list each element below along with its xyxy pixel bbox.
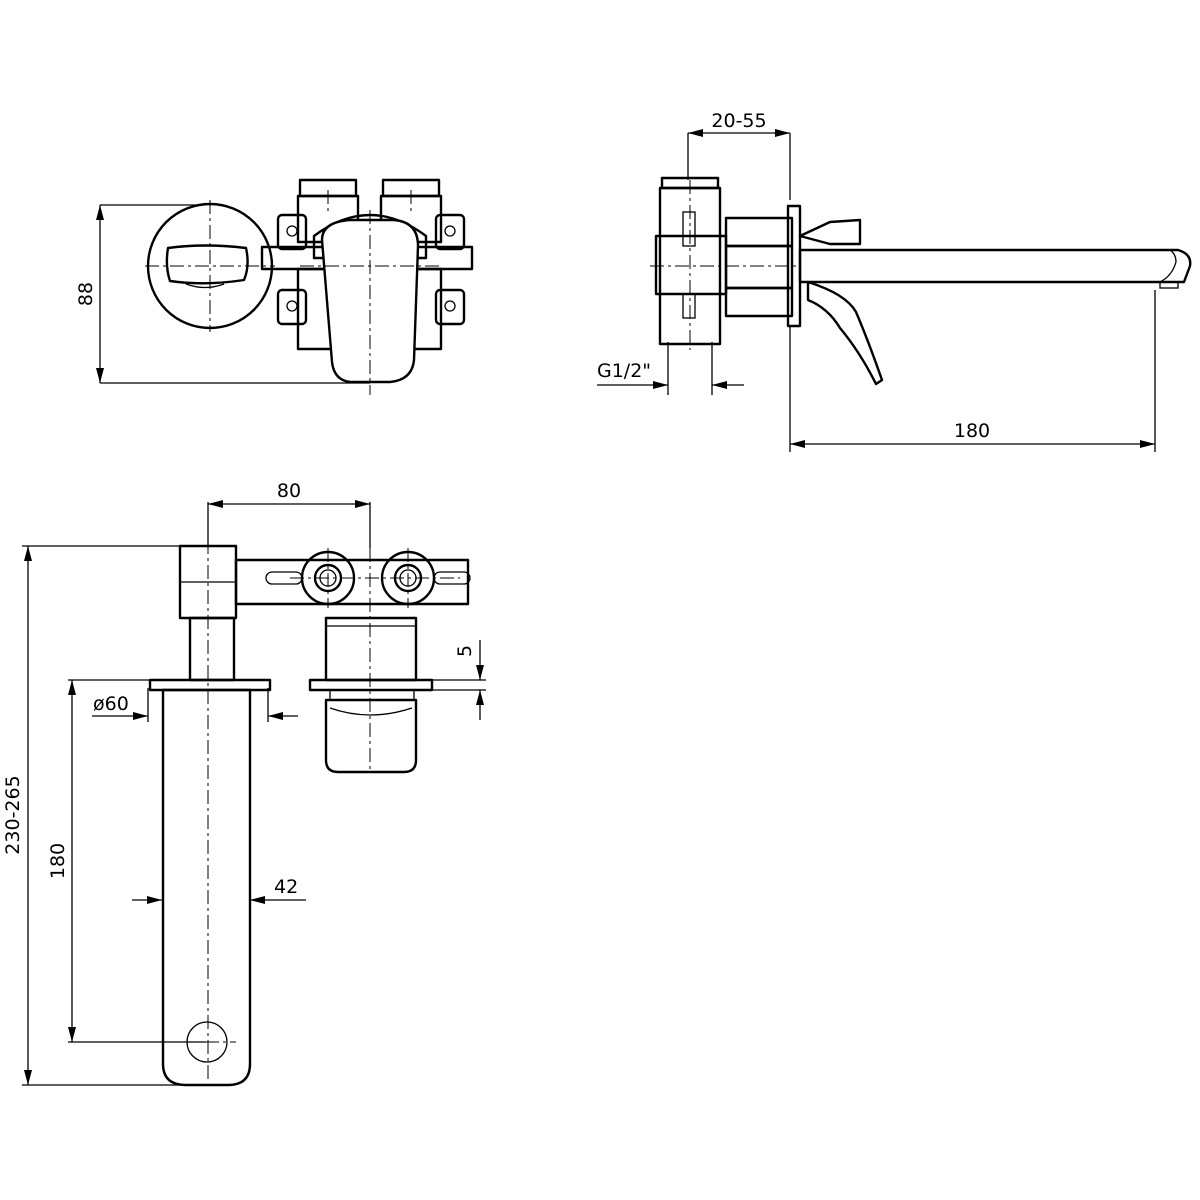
front-view: 88 [75, 178, 474, 395]
side-view: 20-55 G1/2" 180 [597, 110, 1192, 452]
dim-label-5: 5 [454, 645, 476, 657]
dim-label-g12: G1/2" [597, 360, 651, 382]
dim-label-42: 42 [274, 876, 298, 898]
dim-label-d60: ø60 [93, 693, 129, 715]
dim-label-230-265: 230-265 [2, 775, 24, 854]
dim-label-88: 88 [75, 282, 97, 306]
dim-label-20-55: 20-55 [711, 110, 766, 132]
dim-label-180-side: 180 [954, 420, 990, 442]
dim-label-80: 80 [277, 480, 301, 502]
top-view: 80 230-265 180 ø60 42 [2, 480, 486, 1087]
dim-label-180-top: 180 [47, 843, 69, 879]
